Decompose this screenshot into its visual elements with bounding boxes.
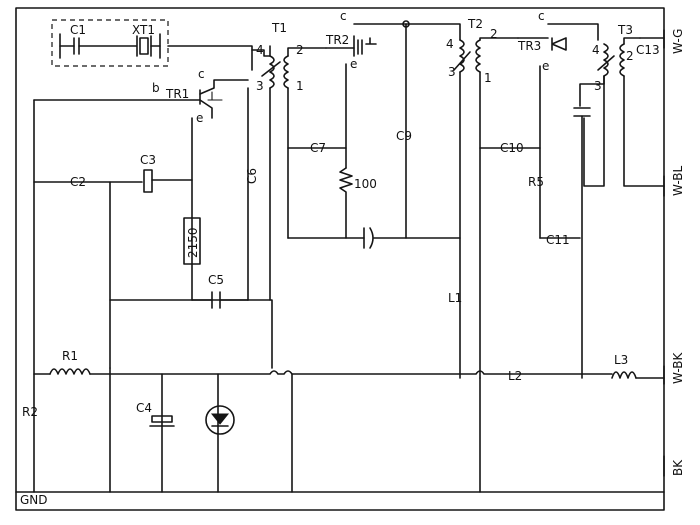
label-t3: T3 [617, 23, 633, 37]
transistor-tr1 [33, 79, 249, 301]
label-2150: 2150 [186, 227, 200, 258]
transformer-t3 [573, 37, 665, 379]
label-t1: T1 [271, 21, 287, 35]
label-l3: L3 [614, 353, 628, 367]
resistor-r1 [33, 368, 111, 375]
capacitor-c5 [191, 291, 249, 309]
label-c11: C11 [546, 233, 570, 247]
label-bk: BK [671, 459, 685, 476]
label-tr3: TR3 [517, 39, 541, 53]
label-t1-pin2: 2 [296, 43, 304, 57]
label-tr1-e: e [196, 111, 203, 125]
transistor-tr3 [517, 23, 599, 239]
label-r2: R2 [22, 405, 38, 419]
label-t3-pin3: 3 [594, 79, 602, 93]
capacitor-c3 [109, 169, 193, 193]
label-l2: L2 [508, 369, 522, 383]
label-c10: C10 [500, 141, 524, 155]
label-t1-pin1: 1 [296, 79, 304, 93]
capacitor-c4 [149, 415, 175, 427]
label-100: 100 [354, 177, 377, 191]
label-r5: R5 [528, 175, 544, 189]
label-tr3-c: c [538, 9, 545, 23]
label-r1: R1 [62, 349, 78, 363]
inductor-l3 [611, 371, 665, 379]
label-tr2-c: c [340, 9, 347, 23]
label-w-g: W-G [671, 29, 685, 54]
label-w-bl: W-BL [671, 165, 685, 196]
label-t2-pin3: 3 [448, 65, 456, 79]
label-c9: C9 [396, 129, 412, 143]
label-c6: C6 [245, 168, 259, 184]
label-t3-pin4: 4 [592, 43, 600, 57]
label-c1: C1 [70, 23, 86, 37]
outer-frame [15, 7, 665, 511]
label-l1: L1 [448, 291, 462, 305]
label-tr1-b: b [152, 81, 160, 95]
transformer-t1 [247, 45, 327, 301]
label-tr2-e: e [350, 57, 357, 71]
label-c13: C13 [636, 43, 660, 57]
diode [205, 405, 235, 435]
label-t1-pin3: 3 [256, 79, 264, 93]
label-t2-pin1: 1 [484, 71, 492, 85]
label-c2: C2 [70, 175, 86, 189]
crystal-section [51, 19, 169, 67]
label-t2-pin4: 4 [446, 37, 454, 51]
transformer-t2 [405, 23, 519, 379]
label-tr1-c: c [198, 67, 205, 81]
crystal-xt1 [139, 37, 149, 55]
label-t2-pin2: 2 [490, 27, 498, 41]
transistor-tr2 [325, 23, 407, 239]
label-tr2: TR2 [325, 33, 349, 47]
label-t2: T2 [467, 17, 483, 31]
resistor-2150 [183, 217, 201, 265]
resistor-100 [339, 167, 353, 239]
label-c5: C5 [208, 273, 224, 287]
label-c4: C4 [136, 401, 152, 415]
label-xt1: XT1 [132, 23, 155, 37]
label-c7: C7 [310, 141, 326, 155]
label-tr3-e: e [542, 59, 549, 73]
label-t1-pin4: 4 [256, 43, 264, 57]
label-c3: C3 [140, 153, 156, 167]
label-tr1: TR1 [165, 87, 189, 101]
label-gnd: GND [20, 493, 48, 507]
label-t3-pin2: 2 [626, 49, 634, 63]
label-w-bk: W-BK [671, 351, 685, 384]
